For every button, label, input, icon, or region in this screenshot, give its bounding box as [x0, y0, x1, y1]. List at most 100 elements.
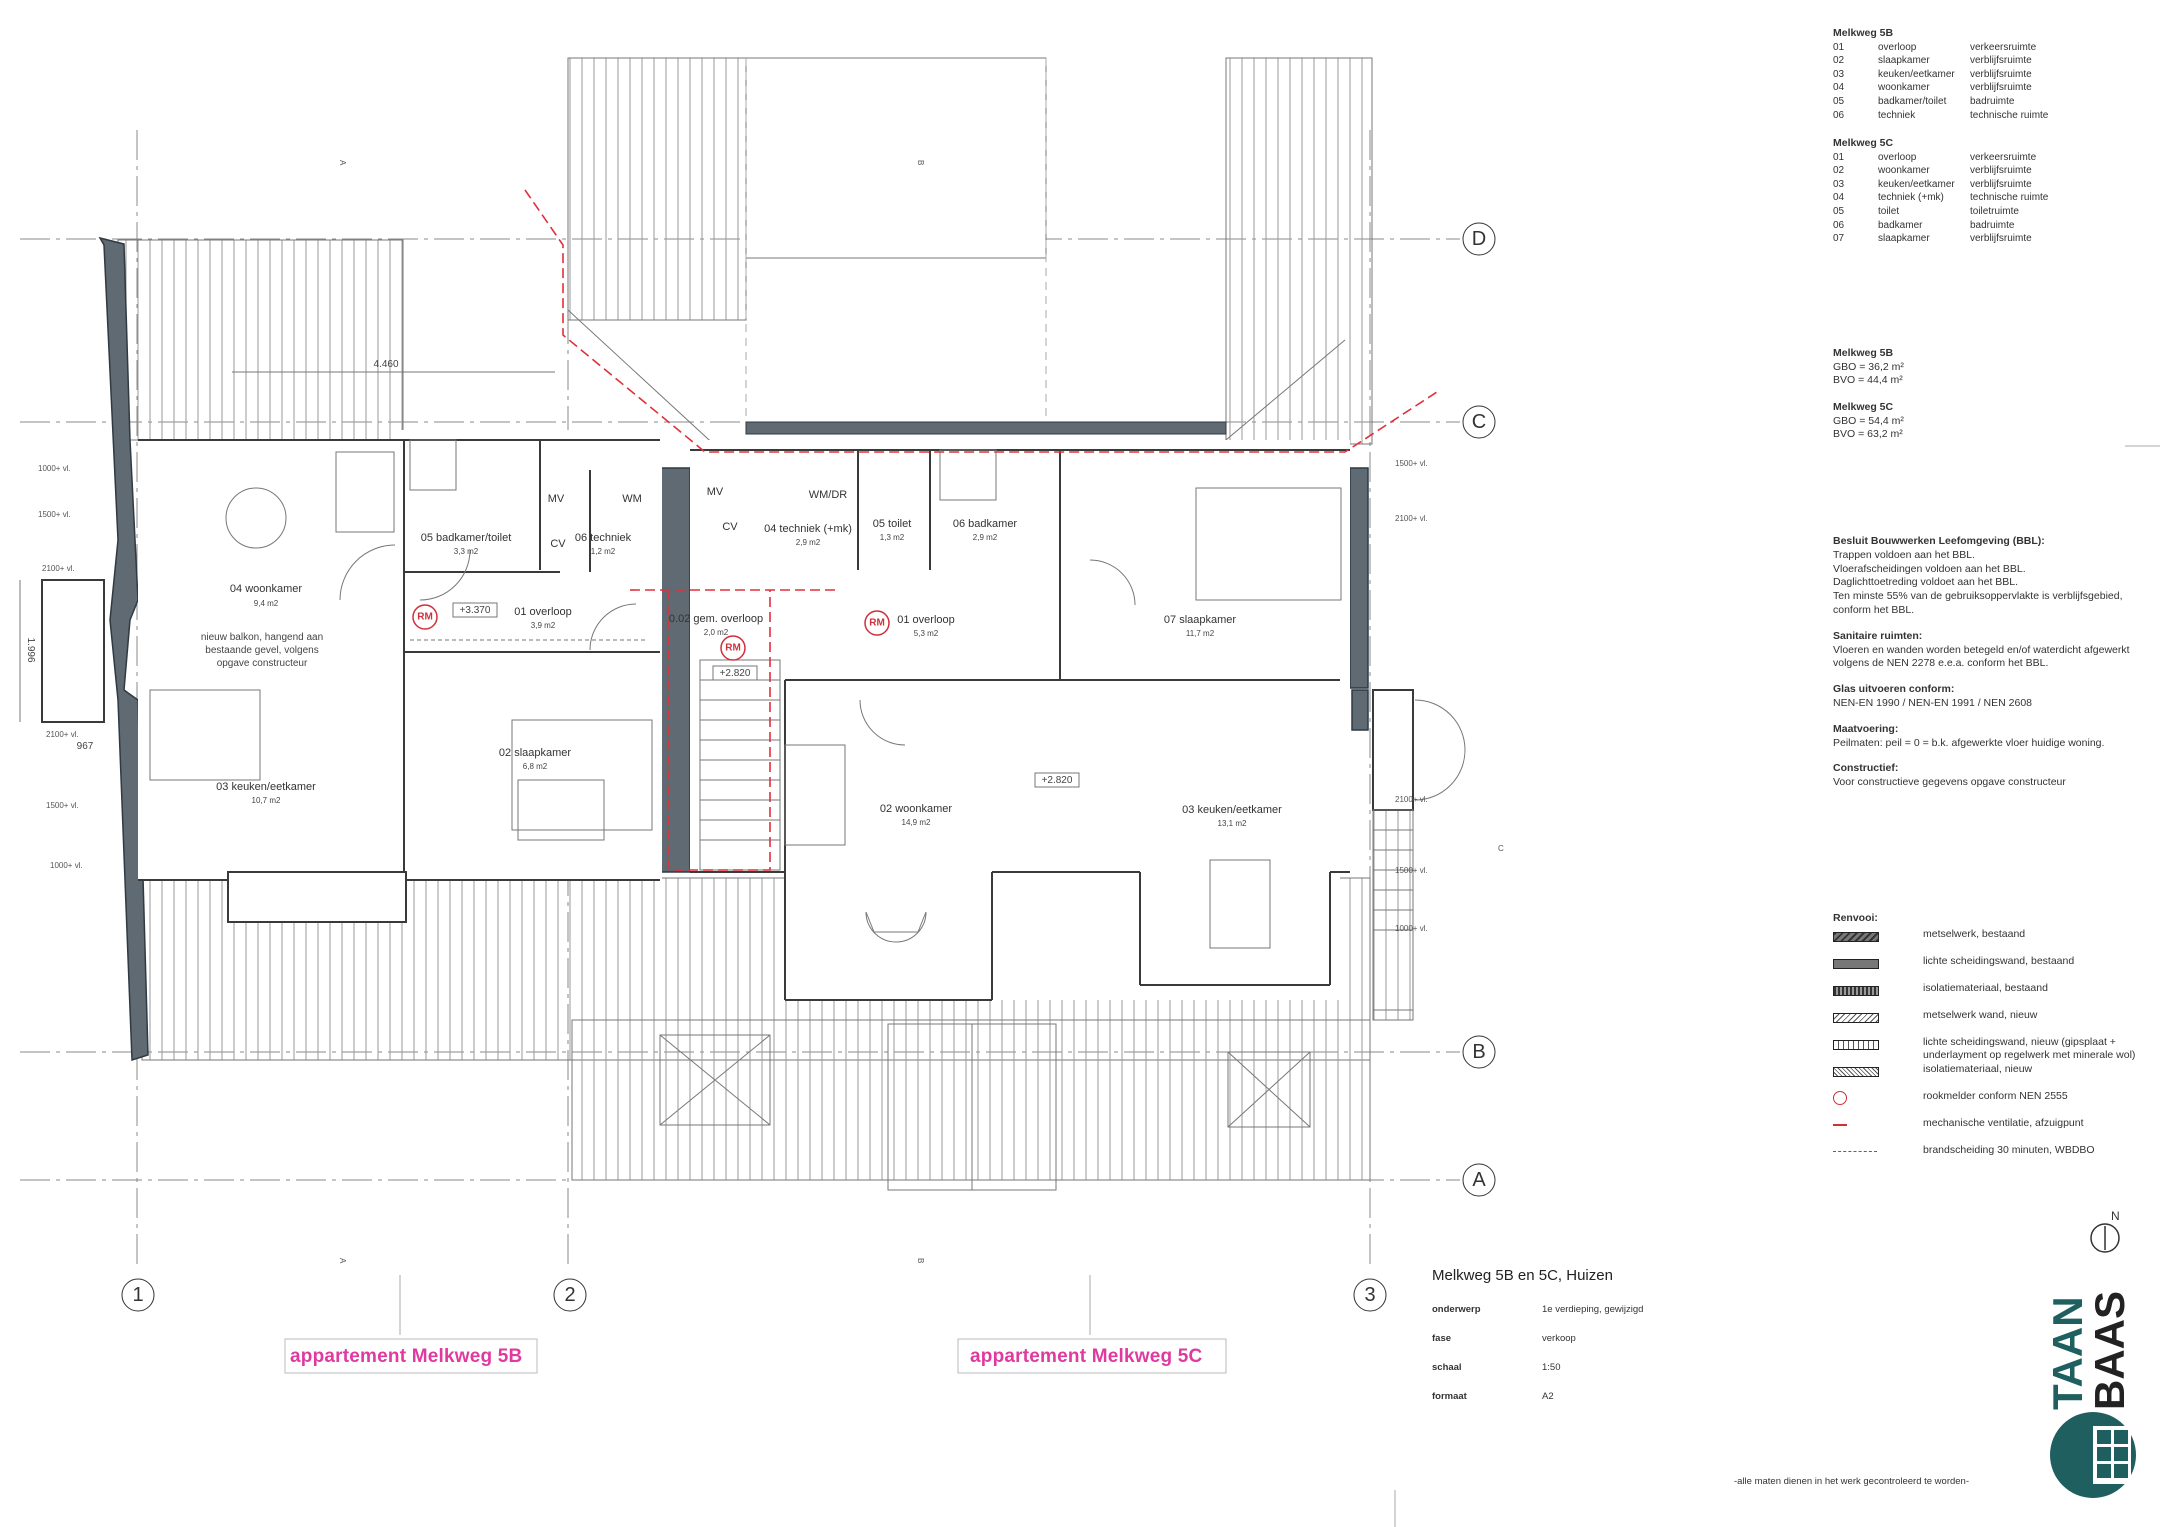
level-tag: 1500+ vl.	[1395, 866, 1428, 875]
level-tag: 1000+ vl.	[50, 861, 83, 870]
bbl-notes: Besluit Bouwwerken Leefomgeving (BBL): T…	[1833, 535, 2133, 790]
legend-5c-title: Melkweg 5C	[1833, 137, 1894, 149]
legend-code: 06	[1833, 109, 1845, 121]
area-5c-title: Melkweg 5C	[1833, 401, 1894, 413]
room-c06-area: 2,9 m2	[973, 533, 998, 542]
glas-line: NEN-EN 1990 / NEN-EN 1991 / NEN 2608	[1833, 696, 2033, 709]
legend-function: verblijfsruimte	[1970, 165, 2032, 177]
legend-function: verkeersruimte	[1970, 41, 2037, 53]
room-c05: 05 toilet	[873, 518, 912, 530]
apartment-5b-label: appartement Melkweg 5B	[290, 1346, 523, 1367]
axis-c-label: C	[1472, 411, 1486, 433]
room-c02-area: 14,9 m2	[902, 818, 931, 827]
project-title: Melkweg 5B en 5C, Huizen	[1432, 1267, 1613, 1284]
level-tag: 1500+ vl.	[46, 801, 79, 810]
area-5b-title: Melkweg 5B	[1833, 347, 1894, 359]
legend-room: techniek	[1878, 109, 1916, 121]
legend-function: verkeersruimte	[1970, 151, 2037, 163]
equipment-labels: MV WM CV MV WM/DR CV	[548, 486, 848, 550]
rm-symbol: RM	[417, 612, 433, 623]
wm-label: WM	[622, 493, 642, 505]
legend-code: 05	[1833, 205, 1845, 217]
room-b03-area: 10,7 m2	[252, 796, 281, 805]
mv-label: MV	[548, 493, 565, 505]
glas-heading: Glas uitvoeren conform:	[1833, 683, 1955, 696]
section-b-marker: B	[916, 160, 925, 165]
room-b02-area: 6,8 m2	[523, 762, 548, 771]
room-b05-area: 3,3 m2	[454, 547, 479, 556]
renvooi-item: brandscheiding 30 minuten, WBDBO	[1923, 1144, 2095, 1156]
sanitair-heading: Sanitaire ruimten:	[1833, 629, 1923, 642]
section-b-marker: B	[916, 1258, 925, 1263]
renvooi-item: metselwerk, bestaand	[1923, 928, 2026, 940]
smoke-detectors: RM RM RM	[412, 604, 890, 661]
level-tag: 1000+ vl.	[38, 464, 71, 473]
cv-label: CV	[722, 521, 738, 533]
area-5c-bvo: BVO = 63,2 m²	[1833, 428, 1903, 441]
legend-room: woonkamer	[1878, 82, 1930, 94]
axis-b-label: B	[1472, 1041, 1485, 1063]
legend-function: badruimte	[1970, 219, 2015, 231]
furniture	[149, 439, 1342, 1191]
legend-row: 06 techniek technische ruimte	[1833, 109, 2080, 123]
legend-row: 02 woonkamer verblijfsruimte	[1833, 164, 2080, 178]
legend-function: technische ruimte	[1970, 109, 2049, 121]
level-tag: 2100+ vl.	[1395, 795, 1428, 804]
level-tag: 2100+ vl.	[1395, 514, 1428, 523]
room-c04-area: 2,9 m2	[796, 538, 821, 547]
axis-a-label: A	[1472, 1169, 1486, 1191]
axis-3-label: 3	[1364, 1284, 1375, 1306]
legend-room: toilet	[1878, 205, 1900, 217]
maatvoering-line: Peilmaten: peil = 0 = b.k. afgewerkte vl…	[1833, 736, 2105, 749]
legend-function: technische ruimte	[1970, 192, 2049, 204]
legend-function: toiletruimte	[1970, 205, 2019, 217]
doors	[339, 544, 1466, 801]
north-arrow: N	[2111, 1209, 2120, 1223]
legend-5b-title: Melkweg 5B	[1833, 27, 1894, 39]
renvooi-title: Renvooi:	[1833, 912, 1878, 924]
apartment-5c-box	[957, 1338, 1227, 1374]
room-labels: 04 woonkamer 9,4 m2 05 badkamer/toilet 3…	[216, 518, 1282, 828]
legend-code: 02	[1833, 165, 1845, 177]
legend-room: keuken/eetkamer	[1878, 178, 1955, 190]
room-b06-area: 1,2 m2	[591, 547, 616, 556]
balkon-note-2: bestaande gevel, volgens	[205, 645, 318, 656]
legend-code: 04	[1833, 192, 1845, 204]
room-c01-area: 5,3 m2	[914, 629, 939, 638]
logo-text-baas: BAAS	[2086, 1291, 2133, 1410]
legend-code: 06	[1833, 219, 1845, 231]
rm-symbol: RM	[725, 643, 741, 654]
room-b01: 01 overloop	[514, 606, 572, 618]
renvooi-item: underlayment op regelwerk met minerale w…	[1923, 1049, 2136, 1061]
apartment-5b-walls	[138, 430, 662, 923]
balkon-note-1: nieuw balkon, hangend aan	[201, 632, 323, 643]
area-5b-gbo: GBO = 36,2 m²	[1833, 360, 1904, 373]
fire-separation	[524, 189, 1441, 871]
legend-function: verblijfsruimte	[1970, 55, 2032, 67]
renvooi-item: mechanische ventilatie, afzuigpunt	[1923, 1117, 2084, 1129]
legend-function: verblijfsruimte	[1970, 82, 2032, 94]
legend-row: 05 toilet toiletruimte	[1833, 205, 2080, 219]
legend-code: 01	[1833, 41, 1845, 53]
sanitair-line: volgens de NEN 2278 e.e.a. conform het B…	[1833, 657, 2049, 670]
room-b04: 04 woonkamer	[230, 583, 302, 595]
bbl-line: conform het BBL.	[1833, 603, 1915, 616]
room-b05: 05 badkamer/toilet	[421, 532, 512, 544]
bbl-line: Ten minste 55% van de gebruiksoppervlakt…	[1833, 590, 2123, 603]
legend-function: verblijfsruimte	[1970, 233, 2032, 245]
level-tag: 2100+ vl.	[42, 564, 75, 573]
legend-room: woonkamer	[1878, 165, 1930, 177]
legend-room: overloop	[1878, 151, 1917, 163]
legend-function: badruimte	[1970, 95, 2015, 107]
cv-label: CV	[550, 538, 566, 550]
legend-room: techniek (+mk)	[1878, 192, 1944, 204]
dimension-967: 967	[77, 741, 94, 752]
legend-code: 03	[1833, 178, 1845, 190]
